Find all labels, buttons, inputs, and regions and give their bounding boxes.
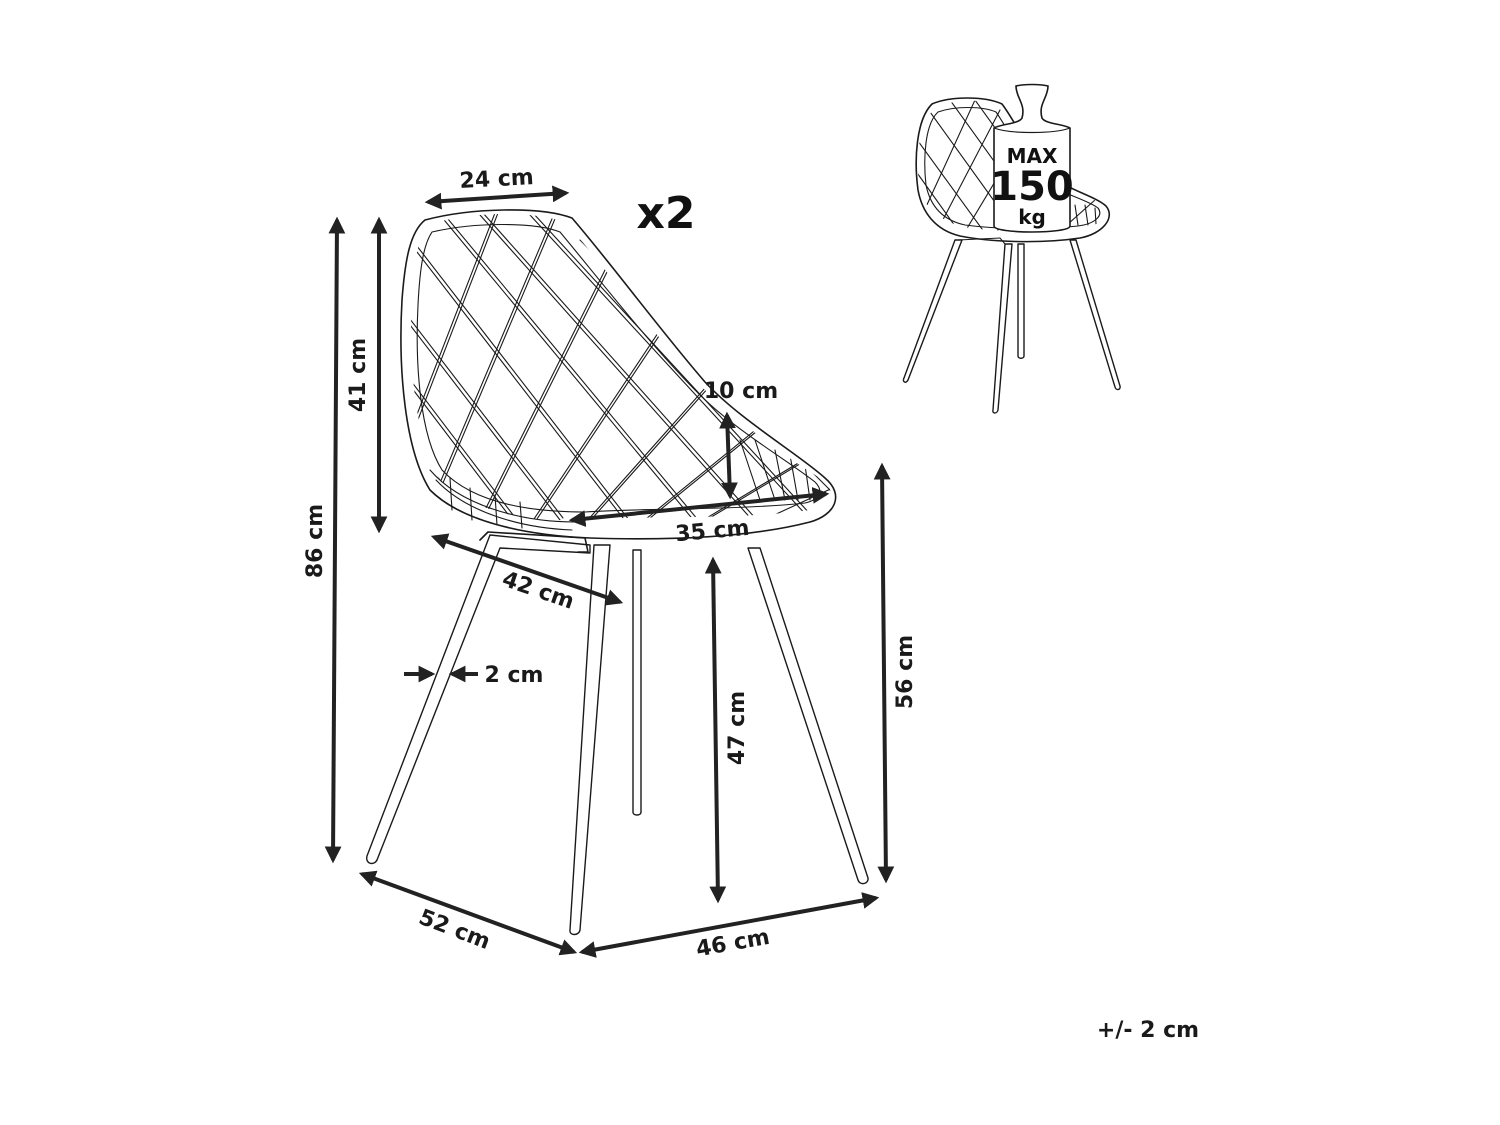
chair-lattice (410, 213, 831, 521)
label-seat-lip-height: 10 cm (704, 379, 778, 404)
seat-width-arrow (568, 487, 830, 527)
label-total-height: 86 cm (303, 504, 328, 578)
dimension-labels: 24 cm 86 cm 41 cm 10 cm 35 cm 42 cm 2 cm… (303, 165, 918, 962)
small-leg-back-right (1017, 243, 1025, 359)
front-left-leg (569, 544, 611, 936)
label-backrest-width: 24 cm (459, 165, 534, 194)
small-bracket (957, 237, 1006, 245)
small-leg-back-left (902, 239, 963, 383)
chair-underside-lattice (429, 469, 576, 531)
small-chair-shell (915, 97, 1111, 243)
seat-height-arrow (704, 556, 727, 904)
seat-edge-height-arrow (873, 462, 895, 884)
rear-right-leg (632, 549, 642, 816)
total-height-arrow (324, 216, 346, 864)
front-right-leg (747, 547, 869, 885)
weight-capacity-illustration: MAX 150 kg (902, 83, 1121, 414)
small-leg-front-right (1069, 239, 1121, 391)
small-leg-front-left (992, 243, 1013, 414)
weight-bottle-icon (993, 83, 1071, 233)
small-chair-inner-rim (924, 106, 1101, 230)
tolerance-label: +/- 2 cm (1097, 1018, 1199, 1043)
weight-max-label: MAX (1007, 144, 1058, 168)
weight-value-label: 150 (990, 164, 1074, 210)
label-seat-width: 35 cm (674, 516, 750, 547)
label-leg-thickness: 2 cm (485, 663, 544, 688)
dimension-lines (324, 185, 895, 958)
depth-footprint-arrow (358, 870, 578, 956)
width-footprint-arrow (578, 892, 880, 958)
weight-unit-label: kg (1018, 205, 1046, 229)
backrest-width-arrow (424, 185, 570, 210)
seat-depth-arrow (430, 533, 624, 606)
label-depth-footprint: 52 cm (415, 905, 493, 955)
quantity-label: x2 (637, 188, 696, 239)
label-seat-edge-height: 56 cm (893, 635, 918, 709)
label-backrest-height: 41 cm (346, 338, 371, 412)
main-chair-drawing (366, 209, 869, 936)
label-seat-height: 47 cm (725, 691, 750, 765)
seat-lip-height-arrow (719, 411, 738, 500)
